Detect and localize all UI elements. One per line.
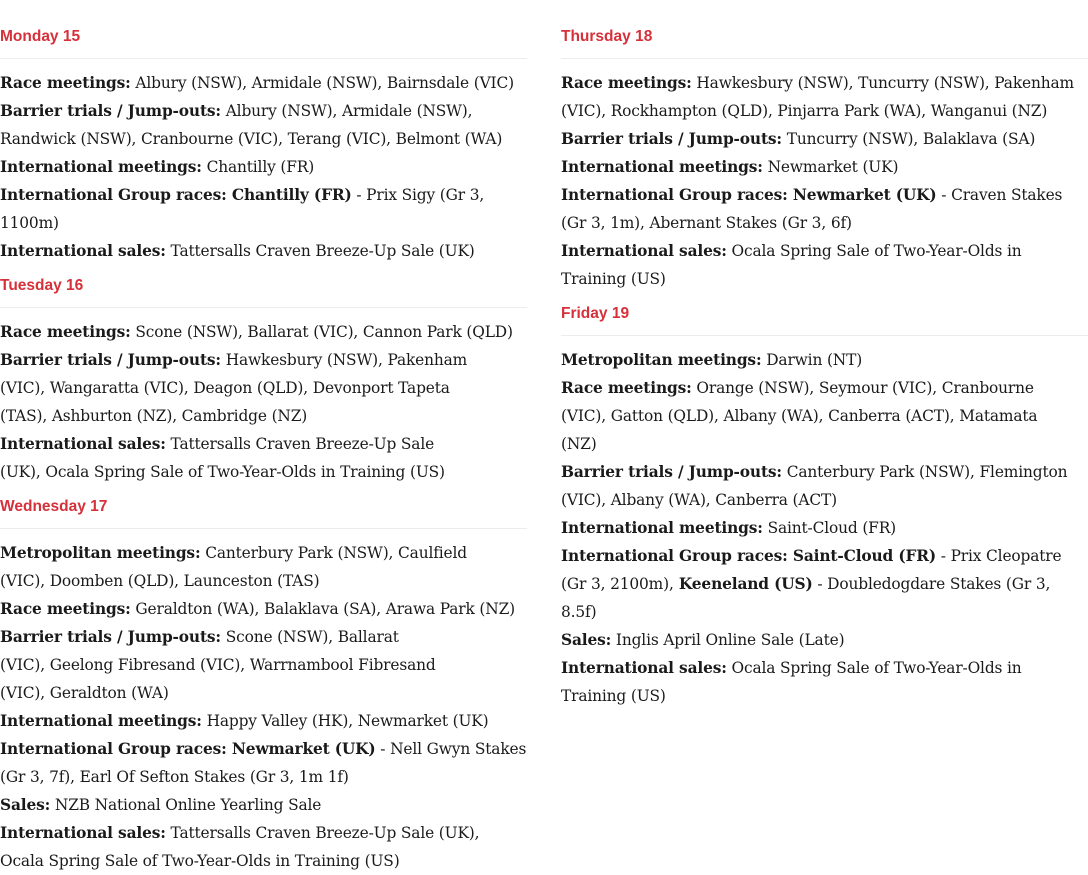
line-text: Inglis April Online Sale (Late) xyxy=(611,631,845,649)
line-label: International Group races: xyxy=(0,186,227,204)
line-text: - Prix Sigy (Gr 3, 1100m) xyxy=(0,186,485,232)
schedule-line: International Group races: Chantilly (FR… xyxy=(0,181,527,237)
line-label: Barrier trials / Jump-outs: xyxy=(561,130,782,148)
schedule-line: International sales: Tattersalls Craven … xyxy=(0,819,500,875)
line-text: Tuncurry (NSW), Balaklava (SA) xyxy=(781,130,1036,148)
line-text: NZB National Online Yearling Sale xyxy=(50,796,322,814)
day-section-monday: Monday 15 Race meetings: Albury (NSW), A… xyxy=(0,0,527,265)
line-text: Ocala Spring Sale of Two-Year-Olds in Tr… xyxy=(561,659,1022,705)
schedule-line: Barrier trials / Jump-outs: Hawkesbury (… xyxy=(0,346,480,430)
line-label: International meetings: xyxy=(0,712,202,730)
line-text: - Craven Stakes (Gr 3, 1m), Abernant Sta… xyxy=(561,186,1063,232)
line-label: International sales: xyxy=(0,435,166,453)
schedule-line: International Group races: Newmarket (UK… xyxy=(0,735,527,791)
schedule-line: International Group races: Saint-Cloud (… xyxy=(561,542,1071,626)
line-label: International Group races: xyxy=(561,547,788,565)
line-venue: Saint-Cloud (FR) xyxy=(787,547,937,565)
line-text: Orange (NSW), Seymour (VIC), Cranbourne … xyxy=(561,379,1038,453)
schedule-line: Metropolitan meetings: Darwin (NT) xyxy=(561,346,1088,374)
line-label: International sales: xyxy=(0,824,166,842)
line-label: Metropolitan meetings: xyxy=(0,544,201,562)
line-label: Metropolitan meetings: xyxy=(561,351,762,369)
line-text: Newmarket (UK) xyxy=(762,158,899,176)
day-section-tuesday: Tuesday 16 Race meetings: Scone (NSW), B… xyxy=(0,265,527,486)
line-label: Race meetings: xyxy=(561,74,692,92)
schedule-line: Race meetings: Albury (NSW), Armidale (N… xyxy=(0,69,527,97)
line-text: Scone (NSW), Ballarat (VIC), Cannon Park… xyxy=(130,323,513,341)
line-label: International meetings: xyxy=(0,158,202,176)
schedule-line: International meetings: Chantilly (FR) xyxy=(0,153,527,181)
schedule-line: Sales: Inglis April Online Sale (Late) xyxy=(561,626,1088,654)
line-label: Barrier trials / Jump-outs: xyxy=(561,463,782,481)
schedule-line: Race meetings: Hawkesbury (NSW), Tuncurr… xyxy=(561,69,1088,125)
line-text: Tattersalls Craven Breeze-Up Sale (UK) xyxy=(165,242,475,260)
line-text: Happy Valley (HK), Newmarket (UK) xyxy=(201,712,489,730)
schedule-line: Barrier trials / Jump-outs: Scone (NSW),… xyxy=(0,623,440,707)
schedule-line: Barrier trials / Jump-outs: Tuncurry (NS… xyxy=(561,125,1088,153)
line-label: International Group races: xyxy=(561,186,788,204)
line-text: Chantilly (FR) xyxy=(201,158,315,176)
line-text: Geraldton (WA), Balaklava (SA), Arawa Pa… xyxy=(130,600,515,618)
line-label: Race meetings: xyxy=(0,323,131,341)
schedule-line: International sales: Ocala Spring Sale o… xyxy=(561,654,1088,710)
line-text: - Prix Cleopatre (Gr 3, 2100m), xyxy=(561,547,1062,593)
line-venue-2: Keeneland (US) xyxy=(673,575,813,593)
line-venue: Chantilly (FR) xyxy=(226,186,352,204)
schedule-line: International sales: Tattersalls Craven … xyxy=(0,237,527,265)
day-section-friday: Friday 19 Metropolitan meetings: Darwin … xyxy=(561,293,1088,710)
line-text: Albury (NSW), Armidale (NSW), Randwick (… xyxy=(0,102,503,148)
line-label: International Group races: xyxy=(0,740,227,758)
day-heading: Tuesday 16 xyxy=(0,265,527,308)
line-label: International sales: xyxy=(561,242,727,260)
line-text: Hawkesbury (NSW), Tuncurry (NSW), Pakenh… xyxy=(561,74,1074,120)
line-text: Ocala Spring Sale of Two-Year-Olds in Tr… xyxy=(561,242,1022,288)
line-text: Canterbury Park (NSW), Flemington (VIC),… xyxy=(561,463,1068,509)
schedule-line: Race meetings: Scone (NSW), Ballarat (VI… xyxy=(0,318,527,346)
line-label: Barrier trials / Jump-outs: xyxy=(0,351,221,369)
day-heading: Thursday 18 xyxy=(561,0,1088,59)
schedule-line: Race meetings: Orange (NSW), Seymour (VI… xyxy=(561,374,1061,458)
day-section-wednesday: Wednesday 17 Metropolitan meetings: Cant… xyxy=(0,486,527,875)
line-label: Sales: xyxy=(0,796,51,814)
line-label: Race meetings: xyxy=(0,74,131,92)
line-text: Darwin (NT) xyxy=(761,351,863,369)
line-label: Barrier trials / Jump-outs: xyxy=(0,628,221,646)
day-heading: Monday 15 xyxy=(0,0,527,59)
line-label: International sales: xyxy=(0,242,166,260)
right-column: Thursday 18 Race meetings: Hawkesbury (N… xyxy=(561,0,1088,710)
line-label: Race meetings: xyxy=(0,600,131,618)
line-label: Barrier trials / Jump-outs: xyxy=(0,102,221,120)
line-venue: Newmarket (UK) xyxy=(787,186,937,204)
left-column: Monday 15 Race meetings: Albury (NSW), A… xyxy=(0,0,527,875)
schedule-line: Barrier trials / Jump-outs: Albury (NSW)… xyxy=(0,97,527,153)
day-heading: Friday 19 xyxy=(561,293,1088,336)
line-venue: Newmarket (UK) xyxy=(226,740,376,758)
line-label: International meetings: xyxy=(561,158,763,176)
schedule-line: International meetings: Newmarket (UK) xyxy=(561,153,1088,181)
line-text: Hawkesbury (NSW), Pakenham (VIC), Wangar… xyxy=(0,351,468,425)
day-section-thursday: Thursday 18 Race meetings: Hawkesbury (N… xyxy=(561,0,1088,293)
line-label: International sales: xyxy=(561,659,727,677)
schedule-line: International sales: Tattersalls Craven … xyxy=(0,430,450,486)
schedule-line: International meetings: Happy Valley (HK… xyxy=(0,707,527,735)
schedule-line: International Group races: Newmarket (UK… xyxy=(561,181,1071,237)
line-label: International meetings: xyxy=(561,519,763,537)
schedule-line: Metropolitan meetings: Canterbury Park (… xyxy=(0,539,480,595)
line-text: Tattersalls Craven Breeze-Up Sale (UK), … xyxy=(0,435,445,481)
schedule-line: International sales: Ocala Spring Sale o… xyxy=(561,237,1088,293)
line-text: Albury (NSW), Armidale (NSW), Bairnsdale… xyxy=(130,74,514,92)
schedule-line: International meetings: Saint-Cloud (FR) xyxy=(561,514,1088,542)
line-text: Saint-Cloud (FR) xyxy=(762,519,897,537)
line-text: Canterbury Park (NSW), Caulfield (VIC), … xyxy=(0,544,467,590)
schedule-line: Race meetings: Geraldton (WA), Balaklava… xyxy=(0,595,527,623)
day-heading: Wednesday 17 xyxy=(0,486,527,529)
line-label: Race meetings: xyxy=(561,379,692,397)
line-text-2: - Doubledogdare Stakes (Gr 3, 8.5f) xyxy=(561,575,1051,621)
line-text: Scone (NSW), Ballarat (VIC), Geelong Fib… xyxy=(0,628,436,702)
line-text: - Nell Gwyn Stakes (Gr 3, 7f), Earl Of S… xyxy=(0,740,527,786)
schedule-line: Sales: NZB National Online Yearling Sale xyxy=(0,791,527,819)
schedule-line: Barrier trials / Jump-outs: Canterbury P… xyxy=(561,458,1088,514)
line-label: Sales: xyxy=(561,631,612,649)
